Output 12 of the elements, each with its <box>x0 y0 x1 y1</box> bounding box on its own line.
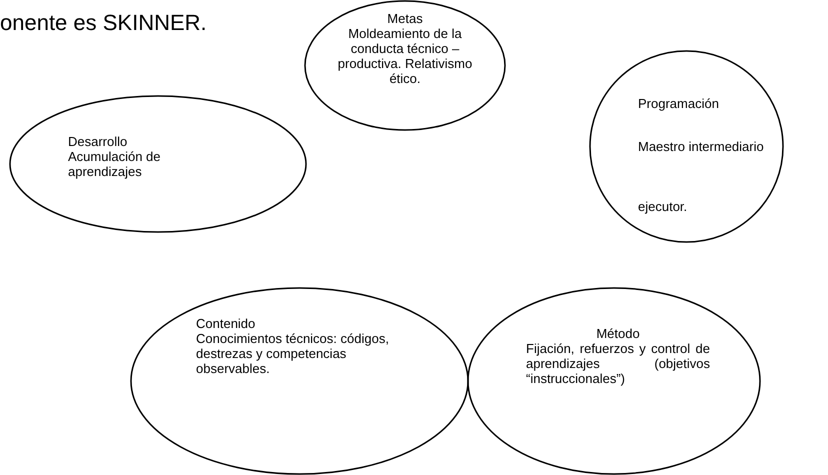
body-text: Acumulación de aprendizajes <box>68 149 162 179</box>
heading-text: onente es SKINNER. <box>0 10 207 36</box>
body-text: Conocimientos técnicos: códigos, destrezas y competencias observables. <box>196 331 390 376</box>
body-text: ejecutor. <box>638 199 688 214</box>
heading-text: Método <box>595 326 641 341</box>
heading-text: Programación <box>638 96 720 111</box>
heading-text: Metas <box>386 11 424 26</box>
heading-text: Contenido <box>196 316 256 331</box>
body-text: Moldeamiento de la conducta técnico – productiva. Relativismo ético. <box>336 26 474 86</box>
heading-text: Desarrollo <box>68 134 128 149</box>
body-text: Fijación, refuerzos y control de aprendizajes (objetivos “instruccionales”) <box>526 341 710 386</box>
body-text: Maestro intermediario <box>638 139 765 154</box>
